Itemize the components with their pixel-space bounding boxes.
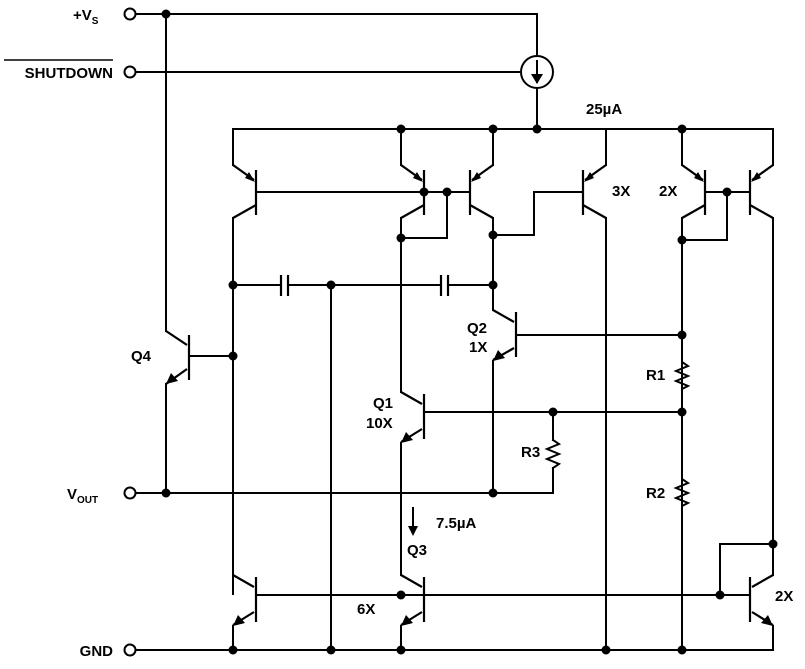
- q1-name-label: Q1: [373, 395, 393, 412]
- q2-name-label: Q2: [467, 320, 487, 337]
- q2-ratio-label: 1X: [469, 339, 487, 356]
- pnp-mirror-right: [681, 128, 774, 651]
- npn-mirror-bottom: [232, 543, 774, 651]
- ratio-2x-bottom-label: 2X: [775, 588, 793, 605]
- capacitors: [232, 275, 494, 651]
- q3-name-label: Q3: [407, 542, 427, 559]
- ratio-6x-label: 6X: [357, 601, 375, 618]
- terminals: [123, 7, 137, 657]
- current-source-label: 25µA: [586, 101, 622, 118]
- pnp-mirror-center: [400, 128, 607, 651]
- vs-terminal: [123, 7, 137, 21]
- q4-name-label: Q4: [131, 348, 152, 365]
- resistor-r1: [673, 359, 691, 393]
- shutdown-terminal: [123, 65, 137, 79]
- transistor-q1: [400, 391, 683, 576]
- rails: [135, 13, 774, 651]
- vout-label: VOUT: [67, 486, 98, 506]
- q3-current-label: 7.5µA: [436, 515, 476, 532]
- r2-label: R2: [646, 485, 665, 502]
- resistor-r2: [673, 476, 691, 510]
- current-source-icon: [520, 55, 554, 89]
- ratio-3x-label: 3X: [612, 183, 630, 200]
- shutdown-label: SHUTDOWN: [25, 65, 113, 82]
- ratio-2x-top-label: 2X: [659, 183, 677, 200]
- pnp-mirror-left: [232, 128, 425, 595]
- r3-label: R3: [521, 444, 540, 461]
- current-arrow-icon: [408, 507, 418, 536]
- gnd-label: GND: [80, 643, 114, 660]
- junction-dots: [161, 9, 778, 655]
- vs-label: +VS: [73, 7, 99, 27]
- vout-terminal: [123, 486, 137, 500]
- transistor-q2: [492, 309, 683, 494]
- transistor-q4: [165, 13, 234, 494]
- resistor-r3: [544, 411, 562, 494]
- r1-label: R1: [646, 367, 665, 384]
- q1-ratio-label: 10X: [366, 415, 393, 432]
- gnd-terminal: [123, 643, 137, 657]
